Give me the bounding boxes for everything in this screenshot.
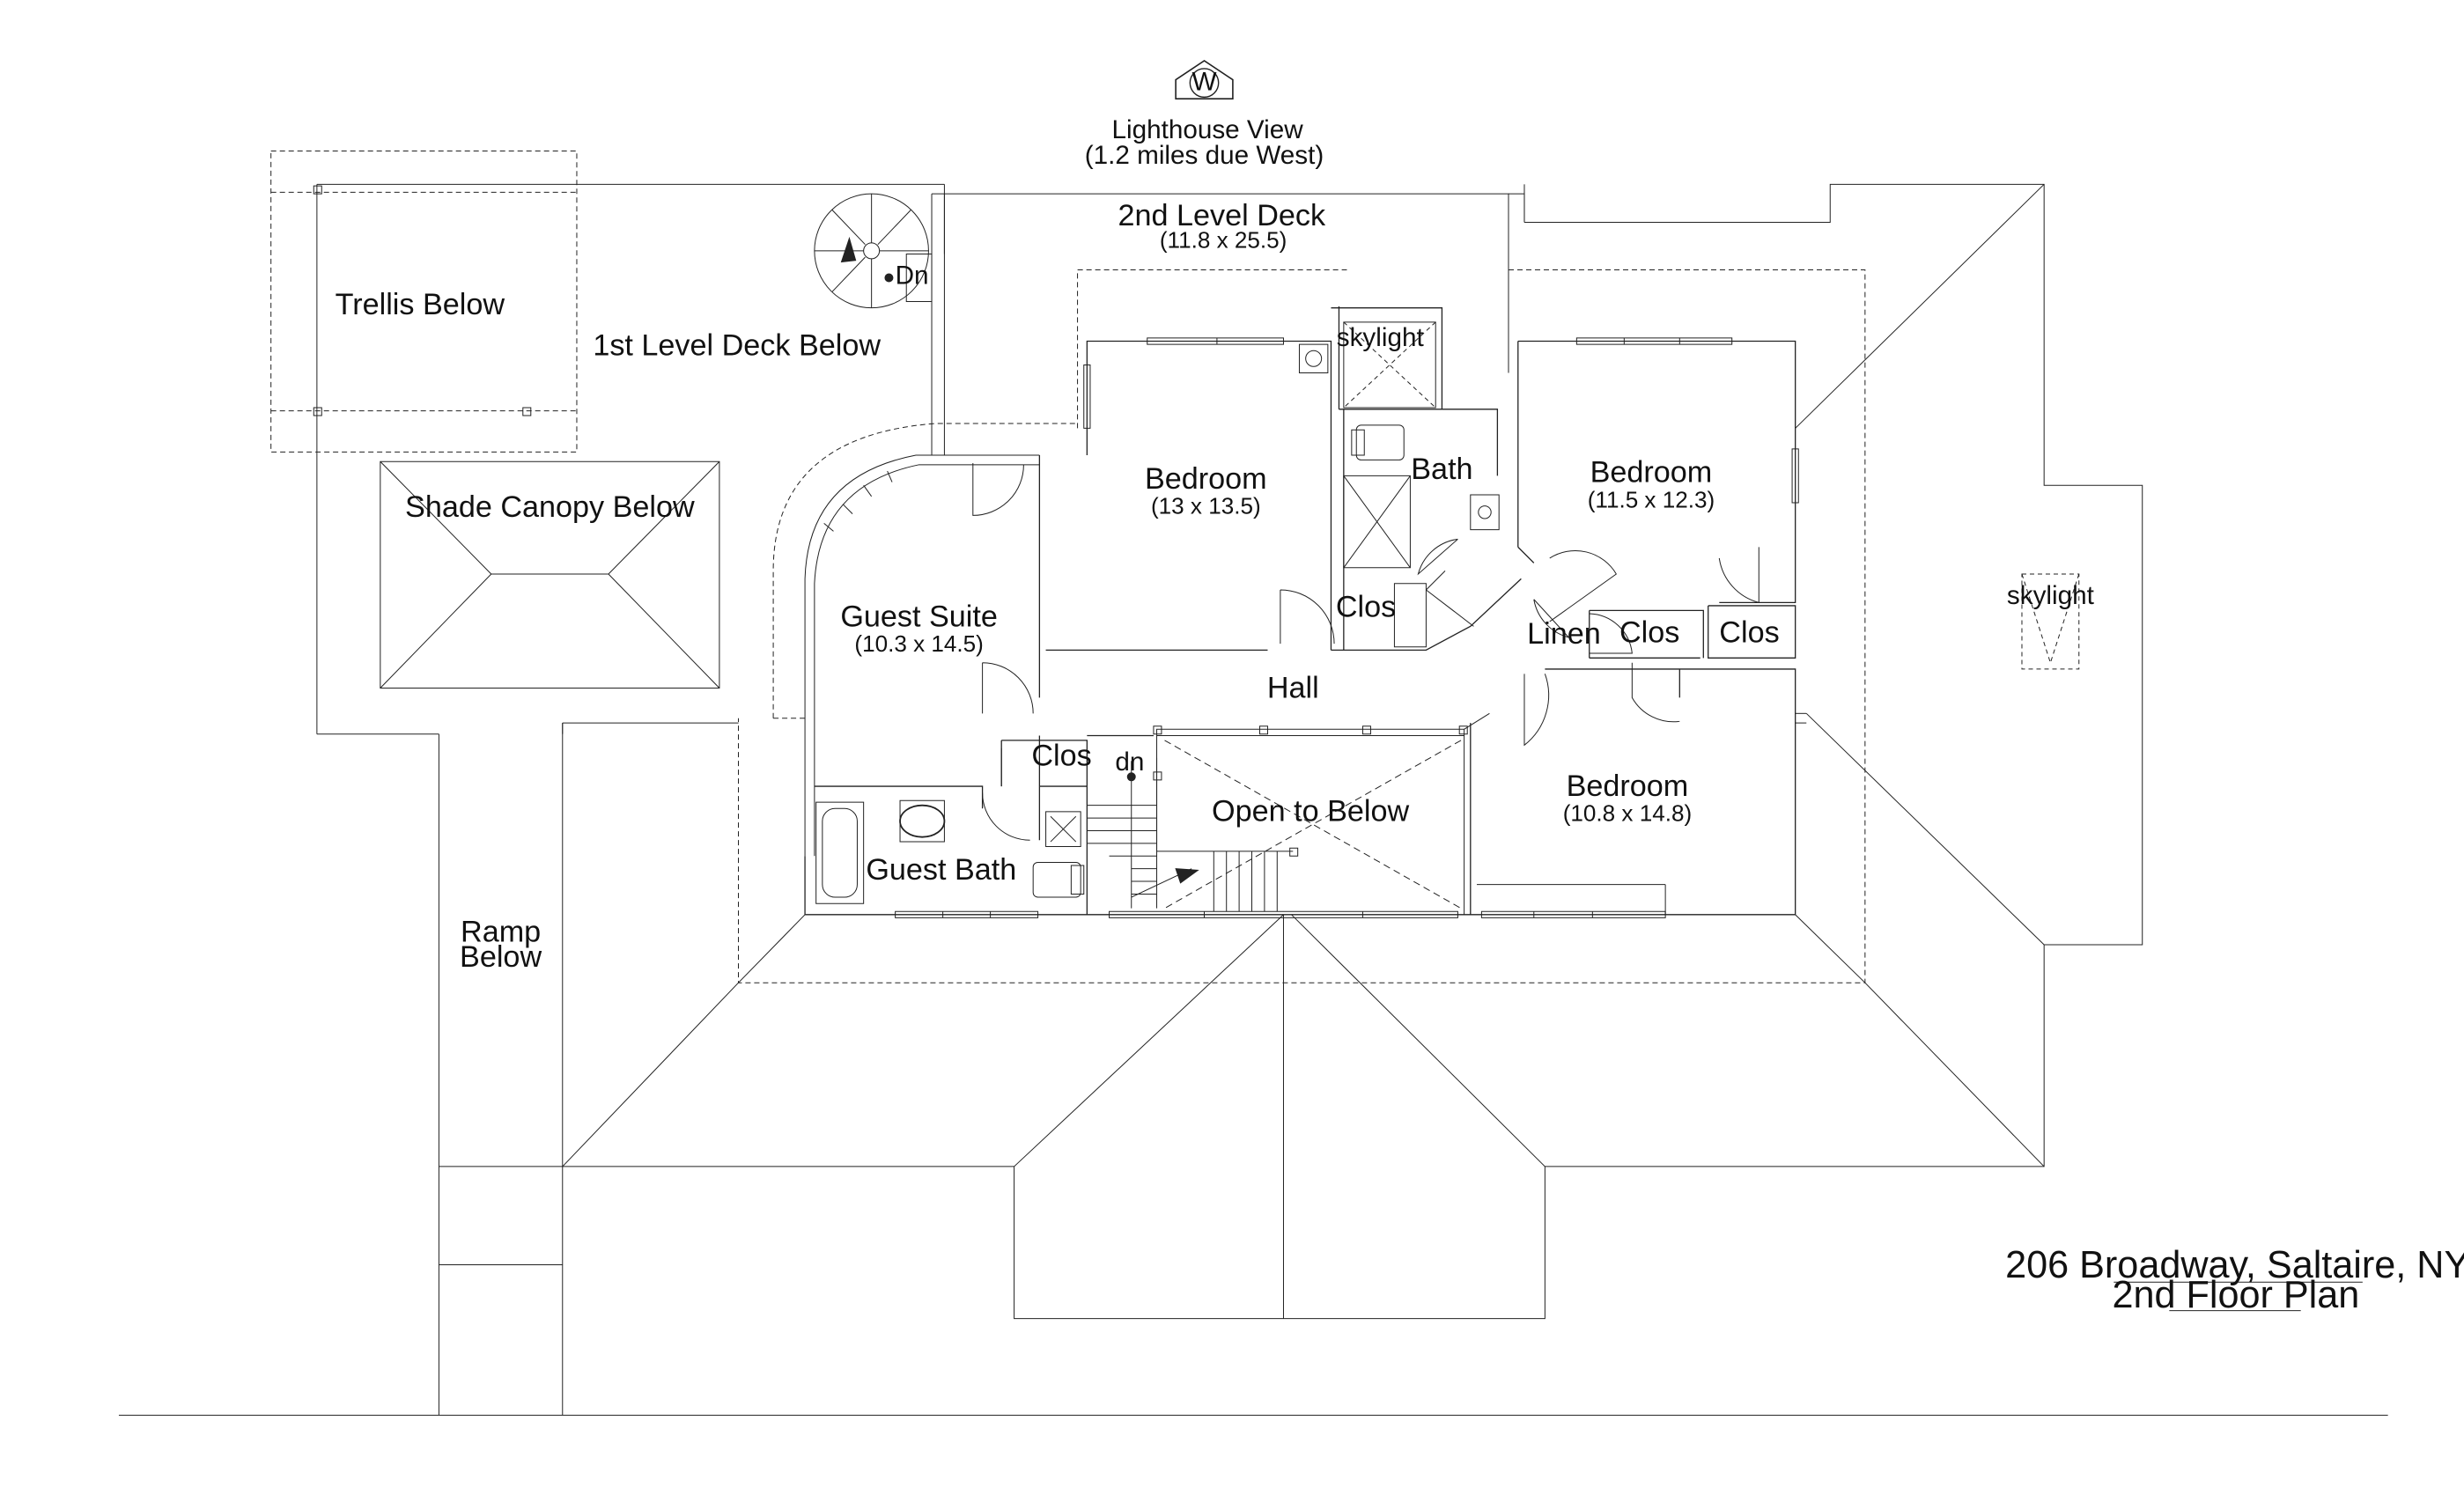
compass-letter: W bbox=[1192, 67, 1217, 96]
trellis bbox=[271, 151, 577, 453]
linen-label: Linen bbox=[1527, 617, 1601, 651]
closet-1-label: Clos bbox=[1336, 591, 1396, 624]
spiral-dn-label: Dn bbox=[896, 261, 929, 291]
guest-suite-dim: (10.3 x 14.5) bbox=[854, 630, 983, 657]
bedroom-a-dim: (13 x 13.5) bbox=[1151, 493, 1261, 519]
spiral-stair bbox=[815, 194, 932, 308]
doors bbox=[973, 463, 1759, 840]
closet-4-label: Clos bbox=[1031, 740, 1091, 773]
title-address: 206 Broadway, Saltaire, NY bbox=[2005, 1244, 2464, 1286]
skylight-2-label: skylight bbox=[2007, 581, 2095, 610]
view-line-1: Lighthouse View bbox=[1112, 115, 1304, 144]
hall-stair bbox=[1087, 758, 1293, 912]
guest-bath-label: Guest Bath bbox=[866, 853, 1016, 887]
open-to-below-label: Open to Below bbox=[1212, 795, 1409, 829]
bedroom-c-label: Bedroom bbox=[1567, 770, 1689, 803]
compass-icon bbox=[1176, 61, 1233, 99]
trellis-label: Trellis Below bbox=[336, 288, 505, 321]
deck2-dim: (11.8 x 25.5) bbox=[1160, 226, 1287, 253]
shade-canopy bbox=[380, 461, 719, 688]
canopy-label: Shade Canopy Below bbox=[405, 490, 695, 524]
curved-window-wall bbox=[805, 455, 1039, 856]
closet-2-label: Clos bbox=[1619, 615, 1679, 649]
bath-label: Bath bbox=[1411, 453, 1472, 486]
title-plan-name: 2nd Floor Plan bbox=[2112, 1274, 2359, 1316]
deck1-label: 1st Level Deck Below bbox=[593, 329, 881, 363]
ramp-label-2: Below bbox=[460, 940, 542, 974]
closet-3-label: Clos bbox=[1719, 615, 1779, 649]
guest-suite-label: Guest Suite bbox=[840, 600, 998, 633]
skylight-1-label: skylight bbox=[1337, 323, 1425, 352]
bedroom-a-label: Bedroom bbox=[1145, 462, 1267, 496]
bedroom-b-dim: (11.5 x 12.3) bbox=[1588, 486, 1715, 512]
ramp-label-1: Ramp bbox=[461, 915, 541, 948]
open-to-below bbox=[1154, 713, 1489, 915]
hall-dn-label: dn bbox=[1115, 748, 1144, 777]
fixtures bbox=[816, 344, 1500, 903]
hall-label: Hall bbox=[1267, 671, 1319, 704]
roof bbox=[563, 184, 2143, 1415]
ramp bbox=[439, 723, 562, 1415]
bedroom-b-label: Bedroom bbox=[1590, 456, 1713, 490]
view-line-2: (1.2 miles due West) bbox=[1085, 141, 1324, 170]
deck2-label: 2nd Level Deck bbox=[1118, 199, 1326, 232]
skylight-1 bbox=[1344, 322, 1435, 408]
bedroom-c-dim: (10.8 x 14.8) bbox=[1563, 800, 1692, 827]
house-walls bbox=[805, 306, 1796, 915]
deck-outline bbox=[317, 184, 1524, 733]
skylight-2 bbox=[2022, 574, 2079, 669]
